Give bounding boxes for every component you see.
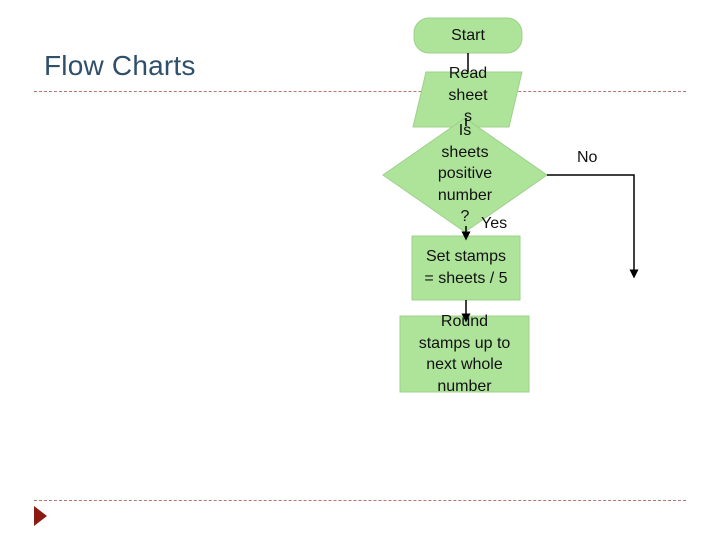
top-divider: [34, 91, 686, 92]
yes-label: Yes: [481, 215, 508, 232]
triangle-right-icon[interactable]: [34, 506, 47, 526]
round-stamps-label: Round stamps up to next whole number: [418, 313, 511, 395]
read-sheets-node: [412, 71, 523, 128]
decision-label: Is sheets positive number ?: [437, 122, 493, 225]
no-label: No: [577, 149, 598, 166]
slide-title: Flow Charts: [44, 50, 196, 81]
bottom-divider: [34, 500, 686, 501]
set-stamps-label: Set stamps = sheets / 5: [424, 248, 508, 287]
read-sheets-label: Read sheet s: [448, 65, 488, 125]
set-stamps-node: [411, 235, 521, 301]
start-label: Start: [451, 27, 485, 44]
round-stamps-node: [399, 315, 530, 393]
connector-decision-no: [547, 174, 639, 279]
